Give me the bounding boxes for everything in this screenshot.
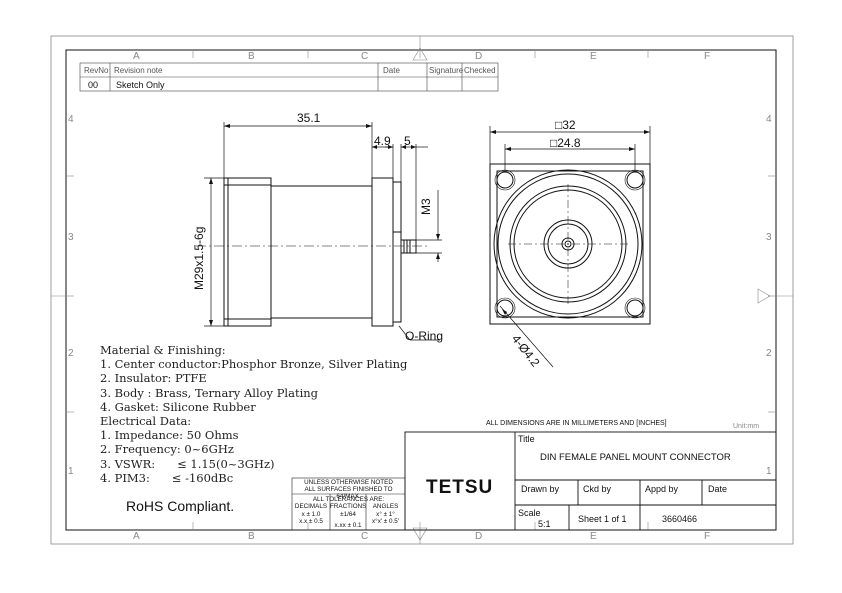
zone-label-left-2: 2 [68, 348, 74, 359]
dim-thread: M29x1.5-6g [192, 226, 206, 290]
rev-header-revno: RevNo [84, 66, 109, 75]
date-label: Date [708, 484, 728, 494]
zone-label-bottom-c: C [361, 531, 369, 542]
sheet-count: Sheet 1 of 1 [578, 514, 627, 524]
unit-label: Unit:mm [733, 423, 760, 430]
company-logo: TETSU [426, 477, 494, 498]
drawing-title: DIN FEMALE PANEL MOUNT CONNECTOR [540, 452, 731, 463]
zone-label-right-4: 4 [766, 114, 772, 125]
note-line: Electrical Data: [100, 414, 192, 429]
zone-label-left-4: 4 [68, 114, 74, 125]
zone-label-bottom-b: B [248, 531, 255, 542]
zone-ticks [66, 50, 776, 530]
zone-label-bottom-e: E [590, 531, 597, 542]
tolerance-line2: ALL SURFACES FINISHED TO 64/MAX. [304, 486, 393, 500]
units-note: ALL DIMENSIONS ARE IN MILLIMETERS AND [I… [486, 420, 667, 427]
tolerance-decimals-head: DECIMALS [294, 503, 328, 510]
zone-label-bottom-f: F [704, 531, 711, 542]
material-notes: Material & Finishing: 1. Center conducto… [100, 343, 407, 485]
zone-label-top-d: D [475, 51, 483, 62]
dim-length: 35.1 [297, 111, 321, 125]
front-arrows [490, 130, 650, 315]
zone-label-top-c: C [361, 51, 369, 62]
dim-oring: O-Ring [405, 329, 444, 343]
tolerance-fractions-head: FRACTIONS [330, 503, 367, 510]
zone-label-bottom-d: D [475, 531, 483, 542]
title-label: Title [518, 434, 535, 444]
rev-header-note: Revision note [114, 66, 163, 75]
rev-header-checked: Checked [464, 66, 496, 75]
rev-header-signature: Signature [429, 66, 464, 75]
dim-inner-square: □24.8 [550, 136, 581, 150]
scale-label: Scale [518, 508, 541, 518]
tolerance-decimals-a: x ± 1.0 [301, 511, 321, 518]
drawn-by-label: Drawn by [521, 484, 560, 494]
zone-label-top-a: A [133, 51, 140, 62]
approved-by-label: Appd by [645, 484, 679, 494]
rev-row-note: Sketch Only [116, 80, 165, 90]
tolerance-line3: ALL TOLERANCES ARE: [312, 496, 385, 503]
note-line: 4. Gasket: Silicone Rubber [100, 399, 256, 414]
zone-label-top-b: B [248, 51, 255, 62]
front-dimensions [489, 126, 651, 368]
side-view [196, 177, 430, 327]
note-line: 1. Center conductor:Phosphor Bronze, Sil… [100, 357, 408, 372]
dim-m3: M3 [419, 198, 433, 215]
rohs-statement: RoHS Compliant. [126, 498, 235, 514]
note-line: 2. Frequency: 0~6GHz [100, 442, 234, 457]
tolerance-angles-b: x°x' ± 0.5' [372, 518, 399, 525]
tolerance-angles-a: x° ± 1° [376, 511, 395, 518]
dim-flange: 4.9 [374, 134, 391, 148]
rev-row-revno: 00 [88, 80, 99, 90]
note-line: 4. PIM3: ≤ -160dBc [100, 470, 234, 485]
scale-value: 5:1 [538, 519, 551, 529]
tolerance-fractions-b: x.xx ± 0.1 [334, 522, 362, 529]
zone-label-right-1: 1 [766, 466, 772, 477]
side-dimensions [204, 122, 442, 341]
front-view [489, 163, 651, 325]
zone-label-top-f: F [704, 51, 711, 62]
revision-table-grid [79, 62, 499, 92]
note-line: 2. Insulator: PTFE [100, 371, 207, 386]
part-number: 3660466 [662, 514, 698, 524]
zone-label-top-e: E [590, 51, 597, 62]
checked-by-label: Ckd by [583, 484, 612, 494]
dim-pin: 5 [404, 134, 411, 148]
note-line: 3. VSWR: ≤ 1.15(0~3GHz) [100, 456, 275, 471]
rev-header-date: Date [383, 66, 400, 75]
zone-label-left-1: 1 [68, 466, 74, 477]
tolerance-fractions-a: ±1/64 [340, 511, 356, 518]
tolerance-line1: UNLESS OTHERWISE NOTED [304, 479, 393, 486]
zone-label-right-2: 2 [766, 348, 772, 359]
dim-outer-square: □32 [555, 118, 576, 132]
note-line: 1. Impedance: 50 Ohms [100, 428, 239, 443]
outer-frame [50, 35, 794, 545]
zone-label-left-3: 3 [68, 232, 74, 243]
side-arrows [209, 124, 440, 326]
zone-label-right-3: 3 [766, 232, 772, 243]
zone-label-bottom-a: A [133, 531, 140, 542]
title-block-grid [404, 431, 777, 531]
note-line: 3. Body : Brass, Ternary Alloy Plating [100, 385, 319, 400]
tolerance-angles-head: ANGLES [372, 503, 399, 510]
tolerance-decimals-b: x.x ± 0.5 [299, 518, 323, 525]
note-line: Material & Finishing: [100, 343, 226, 357]
